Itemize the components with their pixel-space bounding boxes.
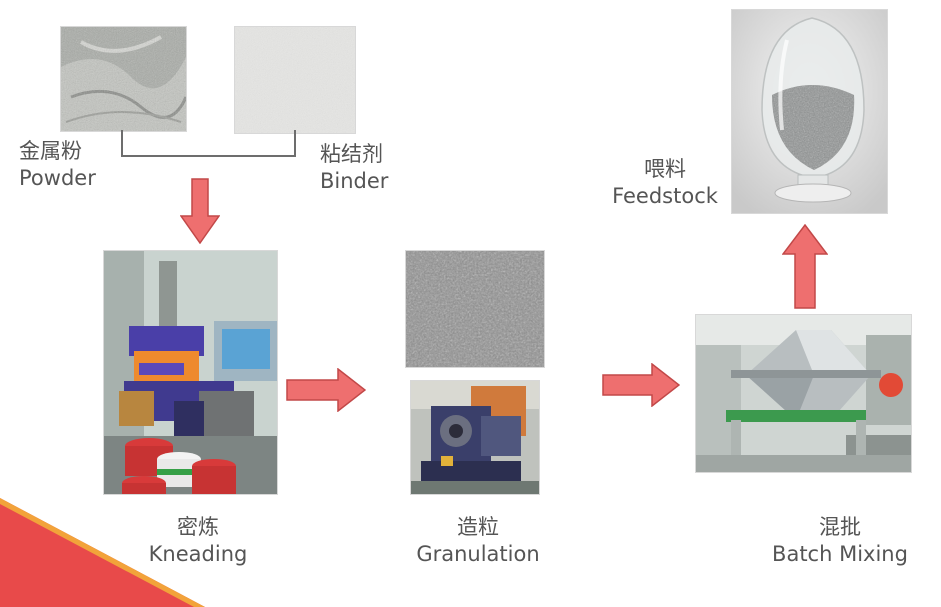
- powder-label-zh: 金属粉: [19, 139, 82, 163]
- arrow-up-icon: [782, 224, 828, 309]
- arrow-right-icon: [602, 363, 680, 407]
- batch-mixing-label-en: Batch Mixing: [772, 542, 908, 566]
- granulation-label-en: Granulation: [416, 542, 540, 566]
- arrow-right-icon: [286, 368, 366, 412]
- kneading-machine-photo: [103, 250, 278, 495]
- feedstock-label: 喂料 Feedstock: [607, 156, 723, 210]
- binder-label-en: Binder: [320, 169, 389, 193]
- batch-mixing-label: 混批 Batch Mixing: [762, 514, 918, 568]
- granulation-label: 造粒 Granulation: [408, 514, 548, 568]
- materials-connector: [121, 130, 296, 157]
- powder-label-en: Powder: [19, 166, 96, 190]
- binder-label: 粘结剂 Binder: [320, 141, 388, 195]
- binder-photo: [234, 26, 356, 134]
- granulation-label-zh: 造粒: [457, 515, 499, 539]
- batch-mixer-photo: [695, 314, 912, 473]
- granules-photo: [405, 250, 545, 368]
- batch-mixing-label-zh: 混批: [819, 515, 861, 539]
- feedstock-label-en: Feedstock: [612, 184, 718, 208]
- kneading-label: 密炼 Kneading: [133, 514, 263, 568]
- powder-label: 金属粉 Powder: [19, 138, 96, 192]
- arrow-down-icon: [180, 178, 220, 244]
- binder-label-zh: 粘结剂: [320, 142, 383, 166]
- powder-photo: [60, 26, 187, 132]
- feedstock-photo: [731, 9, 888, 214]
- kneading-label-zh: 密炼: [177, 515, 219, 539]
- granulator-machine-photo: [410, 380, 540, 495]
- feedstock-label-zh: 喂料: [644, 157, 686, 181]
- kneading-label-en: Kneading: [148, 542, 248, 566]
